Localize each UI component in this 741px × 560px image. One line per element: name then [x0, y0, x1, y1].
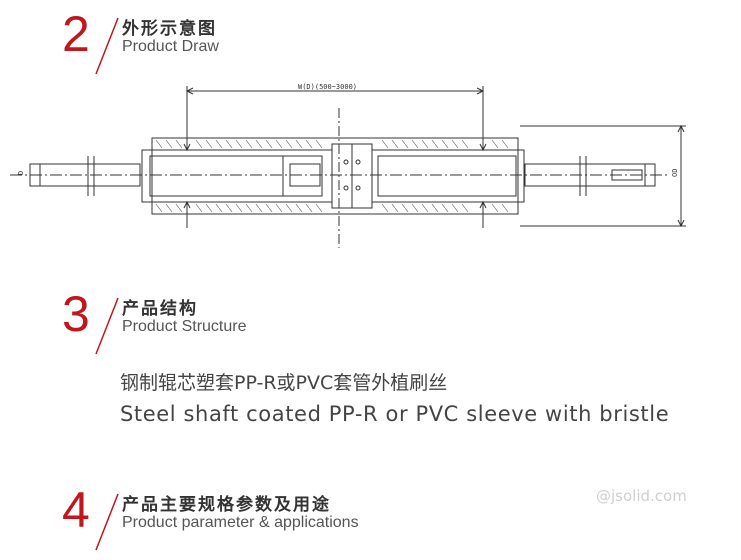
- slash-divider: [95, 493, 119, 551]
- section-title-cn: 产品结构: [122, 299, 198, 319]
- structure-description-cn: 钢制辊芯塑套PP-R或PVC套管外植刷丝: [120, 372, 448, 394]
- slash-divider: [95, 297, 119, 355]
- watermark: @jsolid.com: [596, 487, 687, 505]
- structure-description-en: Steel shaft coated PP-R or PVC sleeve wi…: [120, 402, 670, 426]
- section-number: 3: [62, 286, 90, 342]
- slash-divider: [95, 17, 119, 75]
- roller-drawing: W(D)(500~3000) D OD: [10, 83, 686, 248]
- section-number: 4: [62, 482, 90, 538]
- section-title-en: Product parameter & applications: [122, 514, 359, 531]
- section-product-draw: 2 外形示意图 Product Draw: [62, 6, 662, 84]
- section-product-parameter: 4 产品主要规格参数及用途 Product parameter & applic…: [62, 482, 662, 560]
- outer-diameter-label: OD: [671, 169, 679, 177]
- section-title-en: Product Structure: [122, 318, 247, 335]
- section-title-cn: 外形示意图: [122, 19, 217, 39]
- section-number: 2: [62, 6, 90, 62]
- shaft-diameter-label: D: [17, 171, 25, 175]
- section-title-cn: 产品主要规格参数及用途: [122, 495, 331, 515]
- width-dimension-label: W(D)(500~3000): [298, 83, 357, 91]
- section-product-structure: 3 产品结构 Product Structure: [62, 286, 662, 364]
- section-title-en: Product Draw: [122, 38, 219, 55]
